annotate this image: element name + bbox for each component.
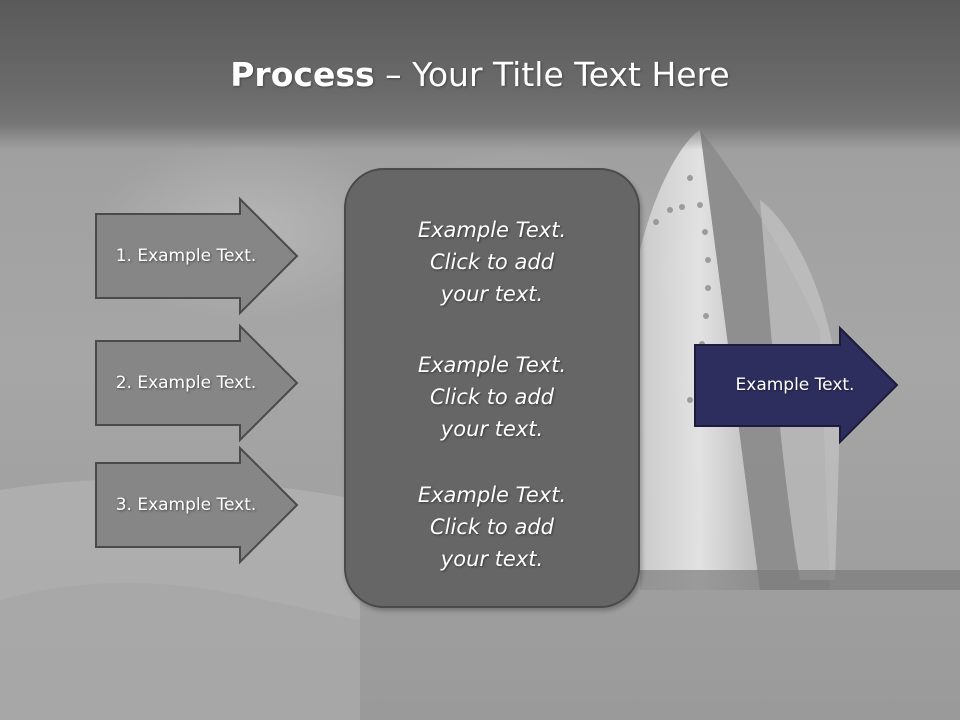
text-block-2: Example Text. Click to add your text. <box>346 349 638 445</box>
text-block-3: Example Text. Click to add your text. <box>346 479 638 575</box>
title-band <box>0 0 960 150</box>
left-arrow-3-label: 3. Example Text. <box>115 495 257 515</box>
text-block-3-line-3: your text. <box>440 547 544 571</box>
right-arrow <box>694 325 899 445</box>
text-block-1: Example Text. Click to add your text. <box>346 214 638 310</box>
left-arrow-1-label: 1. Example Text. <box>115 246 257 266</box>
left-arrow-1 <box>95 196 299 316</box>
text-block-3-line-1: Example Text. <box>417 483 567 507</box>
left-arrow-3 <box>95 445 299 565</box>
slide-title: Process – Your Title Text Here <box>0 50 960 100</box>
text-block-3-line-2: Click to add <box>429 515 554 539</box>
text-block-2-line-3: your text. <box>440 417 544 441</box>
title-bold: Process <box>230 55 375 94</box>
text-block-2-line-1: Example Text. <box>417 353 567 377</box>
left-arrow-2 <box>95 323 299 443</box>
text-block-1-line-2: Click to add <box>429 250 554 274</box>
center-text-box[interactable]: Example Text. Click to add your text. Ex… <box>344 168 640 608</box>
text-block-1-line-3: your text. <box>440 282 544 306</box>
left-arrow-2-label: 2. Example Text. <box>115 373 257 393</box>
text-block-1-line-1: Example Text. <box>417 218 567 242</box>
text-block-2-line-2: Click to add <box>429 385 554 409</box>
title-rest: – Your Title Text Here <box>374 55 730 94</box>
right-arrow-label: Example Text. <box>735 375 855 395</box>
